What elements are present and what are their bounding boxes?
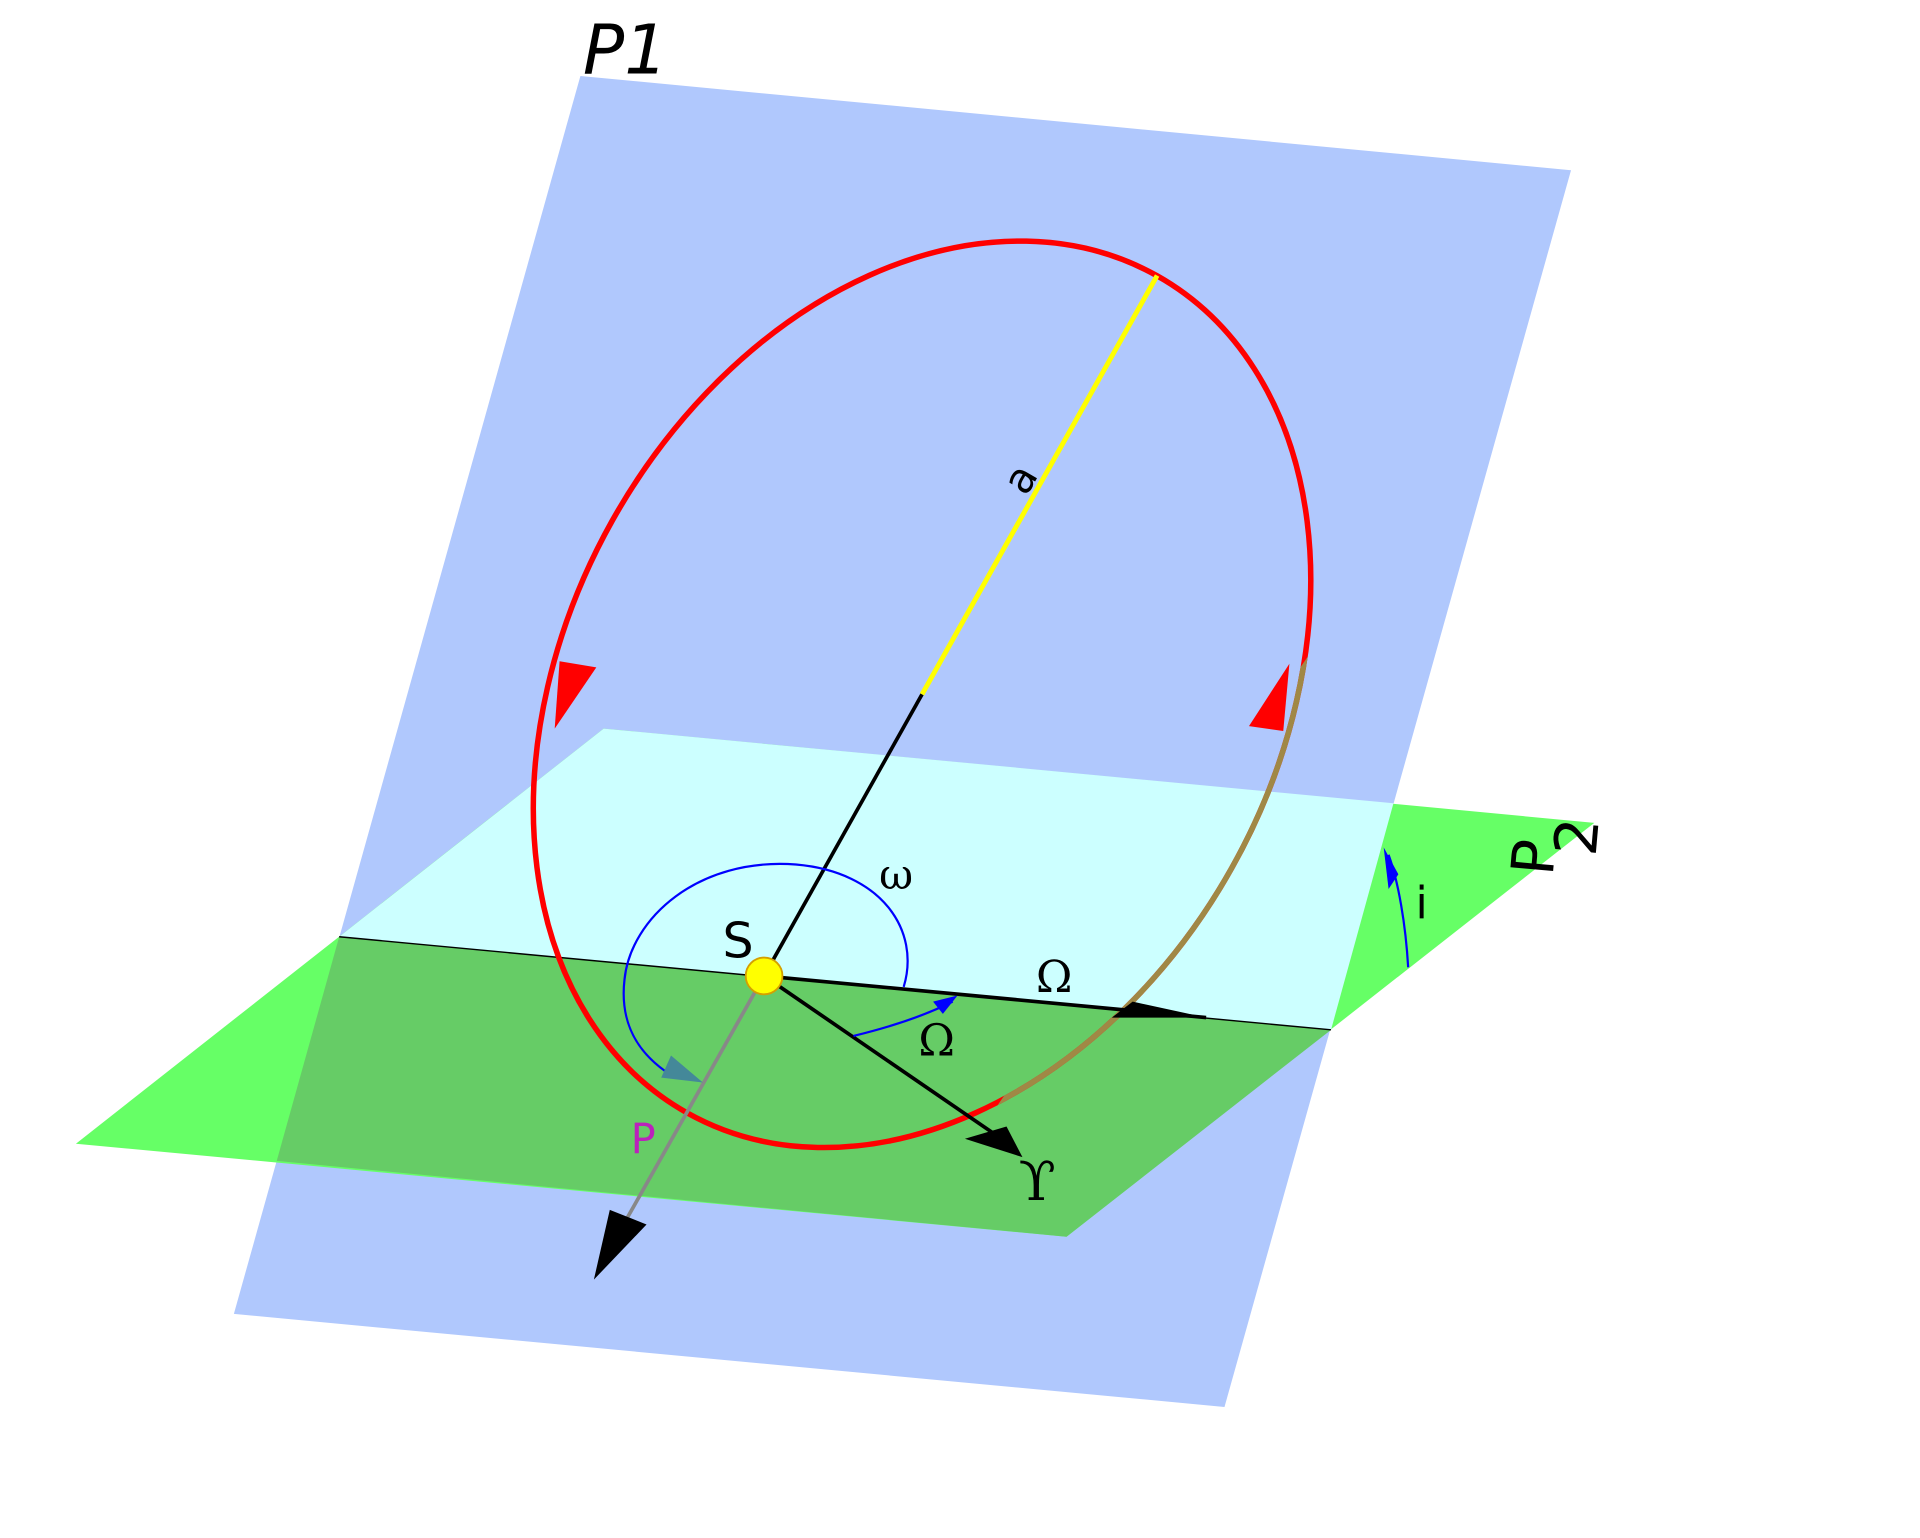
periapsis-label: P (631, 1114, 656, 1163)
orbit-hidden-part (817, 456, 1314, 1151)
plane-overlap-below (276, 936, 1332, 1237)
inclination-arrowhead (1383, 847, 1399, 889)
arg-periapsis-arrowhead (661, 1055, 703, 1083)
plane-overlap-above (339, 728, 1394, 1030)
svg-text:2: 2 (1541, 815, 1613, 858)
orbit-direction-arrow-right (1248, 663, 1290, 732)
plane1-label: P1 (583, 10, 668, 90)
node-angle-arrowhead (933, 995, 958, 1014)
svg-text:P: P (1498, 837, 1570, 878)
sun-label: S (722, 913, 753, 970)
vernal-equinox-arrow (964, 1126, 1023, 1158)
orbit-direction-arrow-left (554, 661, 597, 729)
plane2-label: P 2 (1498, 815, 1613, 878)
center-line (762, 693, 924, 977)
inclination-label: i (1416, 878, 1428, 929)
longitude-node-label: Ω (918, 1016, 955, 1067)
arg-periapsis-label: ω (879, 850, 913, 899)
periapsis-line (625, 975, 766, 1220)
arg-periapsis-arc (622, 862, 909, 1077)
sun-marker (744, 956, 784, 996)
vernal-equinox-line (763, 974, 999, 1138)
semi-major-axis-line (919, 274, 1160, 696)
ascending-node-arrow (1111, 1001, 1207, 1018)
ascending-node-label: Ω (1036, 952, 1073, 1003)
periapsis-arrow (593, 1209, 647, 1280)
vernal-equinox-label: ϒ (1019, 1150, 1056, 1213)
